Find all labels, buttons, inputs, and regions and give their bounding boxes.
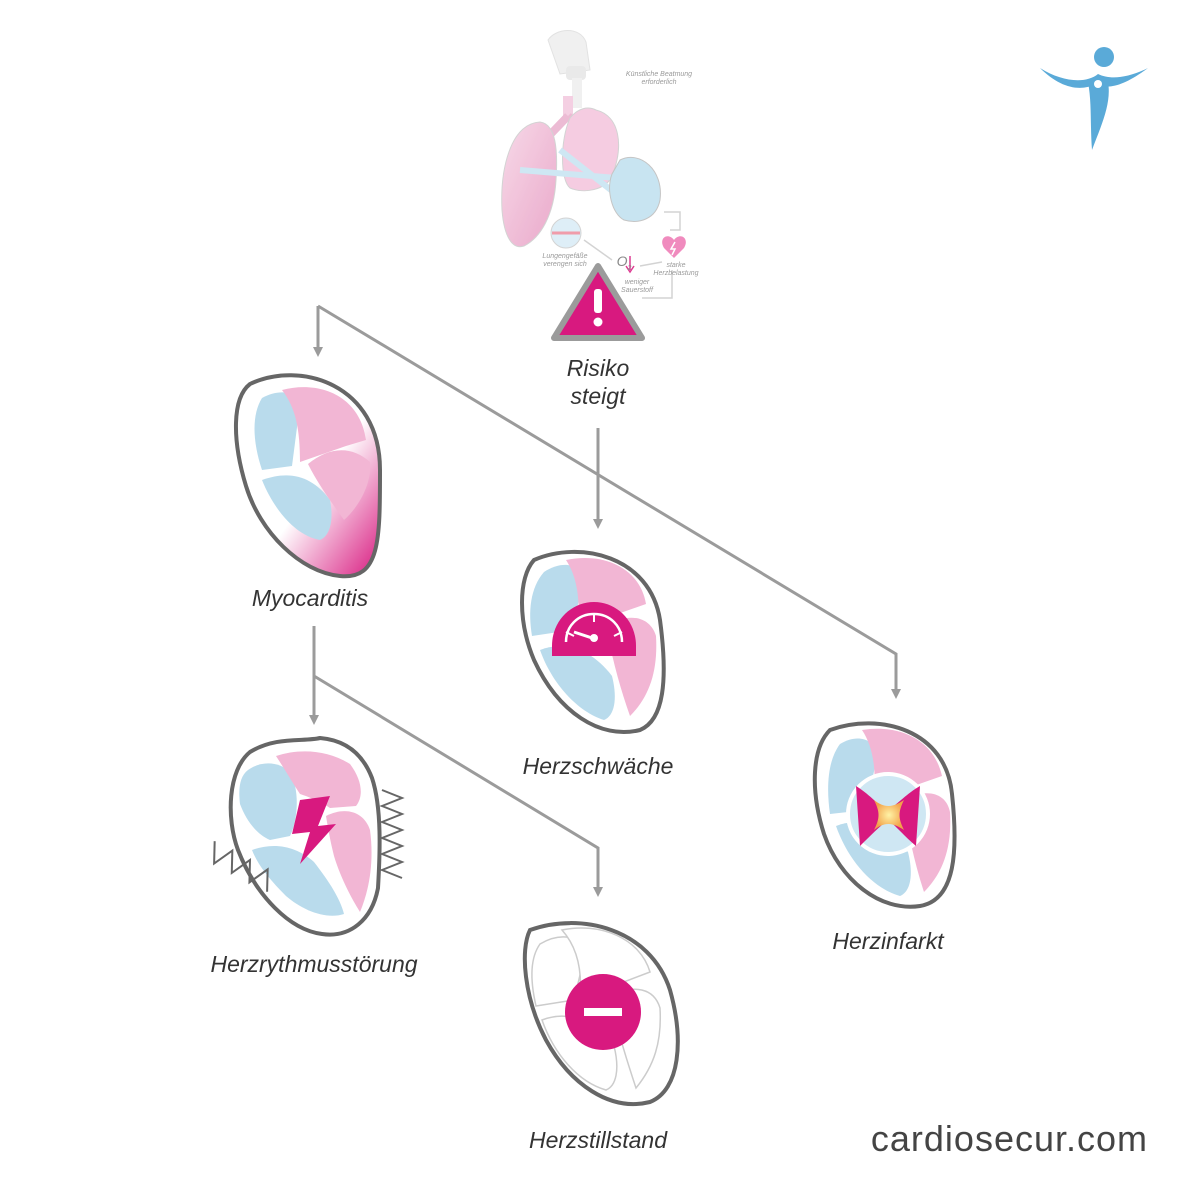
note-heart-strain: starke Herzbelastung (648, 262, 704, 278)
arrhythmia-label: Herzrythmusstörung (210, 951, 418, 977)
lightning-bolt-icon (292, 796, 336, 864)
heart-failure-label: Herzschwäche (522, 753, 674, 779)
vibration-zigzag-right-icon (379, 789, 405, 879)
note-oxygen-line2: Sauerstoff (621, 287, 653, 294)
left-lung-icon (501, 121, 558, 248)
lung-ventilation-illustration (501, 30, 686, 299)
brand-url[interactable]: cardiosecur.com (870, 1118, 1148, 1159)
arrow-to-heart-attack (317, 304, 901, 699)
vibration-zigzag-left-icon (213, 841, 269, 892)
risk-label-line2: steigt (570, 383, 626, 409)
myocarditis-heart-icon (233, 373, 383, 579)
note-ventilation-line1: Künstliche Beatmung (625, 71, 693, 78)
arrow-to-cardiac-arrest (313, 674, 603, 897)
note-ventilation-line2: erforderlich (641, 79, 677, 86)
oxygen-down-arrow-icon (625, 256, 635, 274)
note-heart-line2: Herzbelastung (653, 270, 699, 277)
right-lung-icon (562, 107, 619, 192)
small-heart-icon (609, 156, 661, 222)
note-vessels-line1: Lungengefäße (542, 253, 588, 260)
note-ventilation: Künstliche Beatmung erforderlich (614, 71, 704, 87)
blocked-artery-icon (846, 772, 930, 856)
risk-label: Risiko steigt (548, 354, 648, 410)
note-oxygen-symbol: O2 (612, 253, 636, 277)
note-vessels-line2: verengen sich (543, 261, 587, 268)
arrhythmia-heart-icon (213, 735, 405, 937)
note-vessels: Lungengefäße verengen sich (532, 253, 598, 269)
note-oxygen-line1: weniger (624, 279, 650, 286)
stop-minus-icon (565, 974, 641, 1050)
heart-strain-icon (662, 236, 686, 258)
note-heart-line1: starke (666, 262, 686, 269)
risk-label-line1: Risiko (566, 355, 630, 381)
oxygen-subscript: 2 (627, 264, 632, 272)
heart-attack-label: Herzinfarkt (832, 928, 944, 954)
note-oxygen: weniger Sauerstoff (612, 279, 662, 295)
cardiac-arrest-heart-icon (522, 921, 680, 1106)
warning-triangle-icon (551, 263, 645, 341)
myocarditis-label: Myocarditis (251, 585, 369, 611)
flow-arrows (309, 304, 901, 897)
speedometer-icon (552, 602, 636, 656)
cardiac-arrest-label: Herzstillstand (528, 1127, 668, 1153)
cardiosecur-logo (1040, 47, 1148, 150)
heart-attack-heart-icon (812, 721, 957, 909)
ventilation-mask-icon (547, 30, 591, 108)
heart-failure-heart-icon (520, 549, 666, 734)
oxygen-symbol: O (616, 253, 628, 269)
